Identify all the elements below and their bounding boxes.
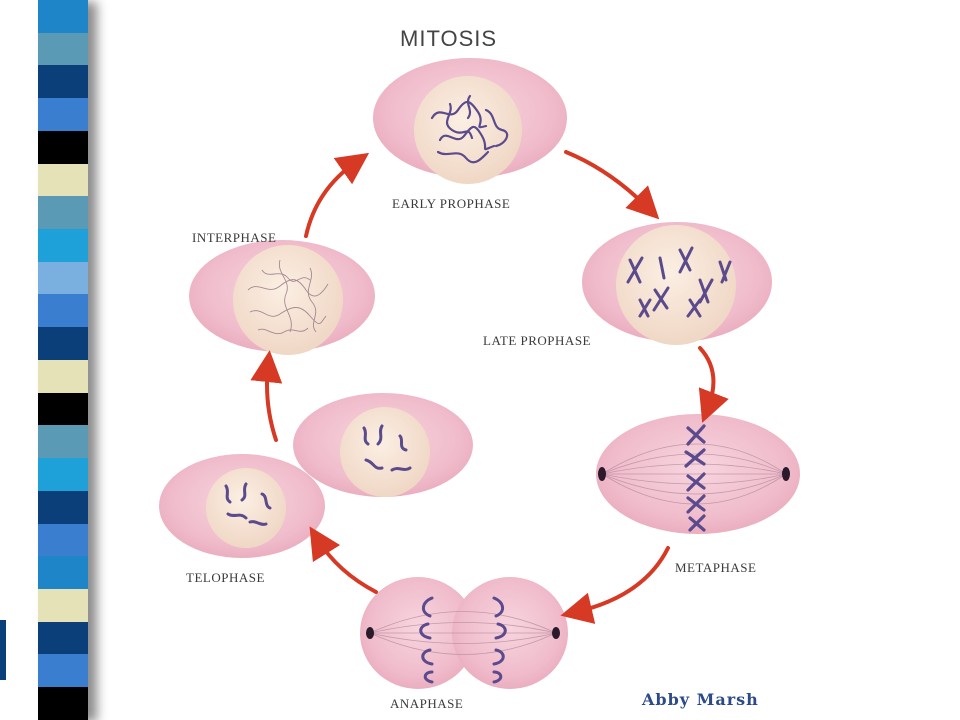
- stripe-segment: [38, 0, 88, 33]
- telophase-cell-upper: [293, 393, 473, 497]
- edge-mark: [0, 620, 6, 680]
- stripe-segment: [38, 130, 88, 164]
- anaphase-cell: [360, 577, 568, 689]
- stripe-segment: [38, 556, 88, 589]
- interphase-cell: [189, 240, 375, 355]
- stripe-segment: [38, 261, 88, 295]
- stripe-segment: [38, 687, 88, 720]
- early-prophase-cell: [373, 58, 567, 184]
- arrow-interphase-to-early: [304, 152, 370, 238]
- diagram-title: MITOSIS: [400, 26, 498, 51]
- label-early-prophase: EARLY PROPHASE: [392, 196, 511, 211]
- author-credit: Abby Marsh: [642, 690, 759, 709]
- stripe-segment: [38, 588, 88, 622]
- stripe-segment: [38, 425, 88, 459]
- label-telophase: TELOPHASE: [186, 570, 265, 585]
- stripe-segment: [38, 621, 88, 655]
- late-prophase-cell: [582, 222, 772, 345]
- stripe-segment: [38, 327, 88, 360]
- stripe-segment: [38, 392, 88, 426]
- arrow-late-to-metaphase: [698, 346, 729, 423]
- stripe-segment: [38, 654, 88, 688]
- decorative-stripe-bar: [38, 0, 88, 720]
- label-late-prophase: LATE PROPHASE: [483, 333, 591, 348]
- stripe-segment: [38, 163, 88, 197]
- arrow-metaphase-to-anaphase: [560, 546, 670, 624]
- stripe-segment: [38, 65, 88, 99]
- stripe-segment: [38, 523, 88, 557]
- label-metaphase: METAPHASE: [675, 560, 757, 575]
- arrow-telophase-to-interphase: [250, 350, 283, 442]
- stripe-segment: [38, 359, 88, 393]
- stripe-segment: [38, 458, 88, 491]
- arrow-early-to-late: [564, 150, 660, 220]
- label-interphase: INTERPHASE: [192, 230, 277, 245]
- arrow-anaphase-to-telophase: [309, 526, 378, 594]
- stripe-segment: [38, 196, 88, 230]
- stripe-segment: [38, 294, 88, 328]
- metaphase-cell: [596, 414, 800, 534]
- label-anaphase: ANAPHASE: [390, 696, 464, 711]
- stripe-segment: [38, 490, 88, 524]
- stripe-segment: [38, 32, 88, 66]
- telophase-cell-lower: [159, 454, 325, 558]
- stripe-segment: [38, 229, 88, 262]
- stripe-segment: [38, 98, 88, 131]
